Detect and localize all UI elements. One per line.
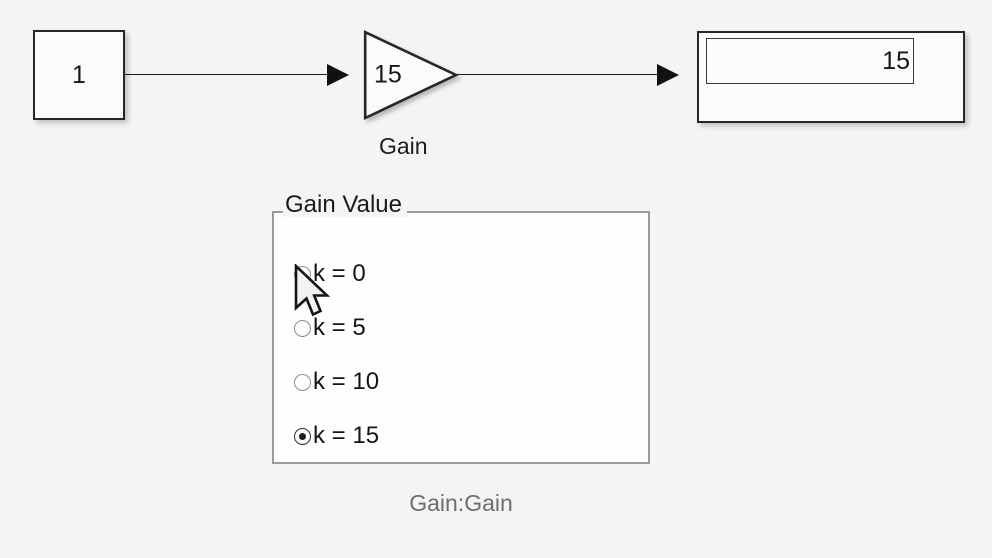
gain-block[interactable]: 15 xyxy=(362,29,460,121)
gain-block-label: Gain xyxy=(379,133,428,159)
signal-line-constant-to-gain xyxy=(125,74,328,75)
radio-option-k-0[interactable]: k = 0 xyxy=(294,247,624,301)
radio-circle-selected-icon[interactable] xyxy=(294,427,311,445)
radio-option-k-5[interactable]: k = 5 xyxy=(294,301,624,355)
radio-circle-icon[interactable] xyxy=(294,319,311,337)
radio-option-label: k = 10 xyxy=(313,368,380,395)
signal-line-gain-to-display xyxy=(457,74,658,75)
display-block-readout: 15 xyxy=(706,38,914,84)
gain-triangle-shape xyxy=(363,30,460,121)
constant-block-value: 1 xyxy=(72,60,86,89)
gain-block-value: 15 xyxy=(374,60,402,89)
radio-circle-icon[interactable] xyxy=(294,265,311,283)
radio-option-label: k = 0 xyxy=(313,260,366,287)
arrowhead-icon xyxy=(327,64,349,86)
display-block[interactable]: 15 xyxy=(697,31,965,123)
radio-option-label: k = 15 xyxy=(313,422,380,449)
radio-circle-icon[interactable] xyxy=(294,373,311,391)
radio-option-k-15[interactable]: k = 15 xyxy=(294,409,624,463)
gain-value-group-legend: Gain Value xyxy=(283,193,407,217)
gain-value-group-box: Gain Value k = 0 k = 5 k = 10 k = 15 xyxy=(272,193,650,464)
display-block-value: 15 xyxy=(882,46,910,75)
radio-option-k-10[interactable]: k = 10 xyxy=(294,355,624,409)
constant-block[interactable]: 1 xyxy=(33,30,125,120)
arrowhead-icon xyxy=(657,64,679,86)
radio-option-label: k = 5 xyxy=(313,314,366,341)
gain-value-radio-group: k = 0 k = 5 k = 10 k = 15 xyxy=(294,247,624,463)
gain-value-group-caption: Gain:Gain xyxy=(409,490,513,516)
